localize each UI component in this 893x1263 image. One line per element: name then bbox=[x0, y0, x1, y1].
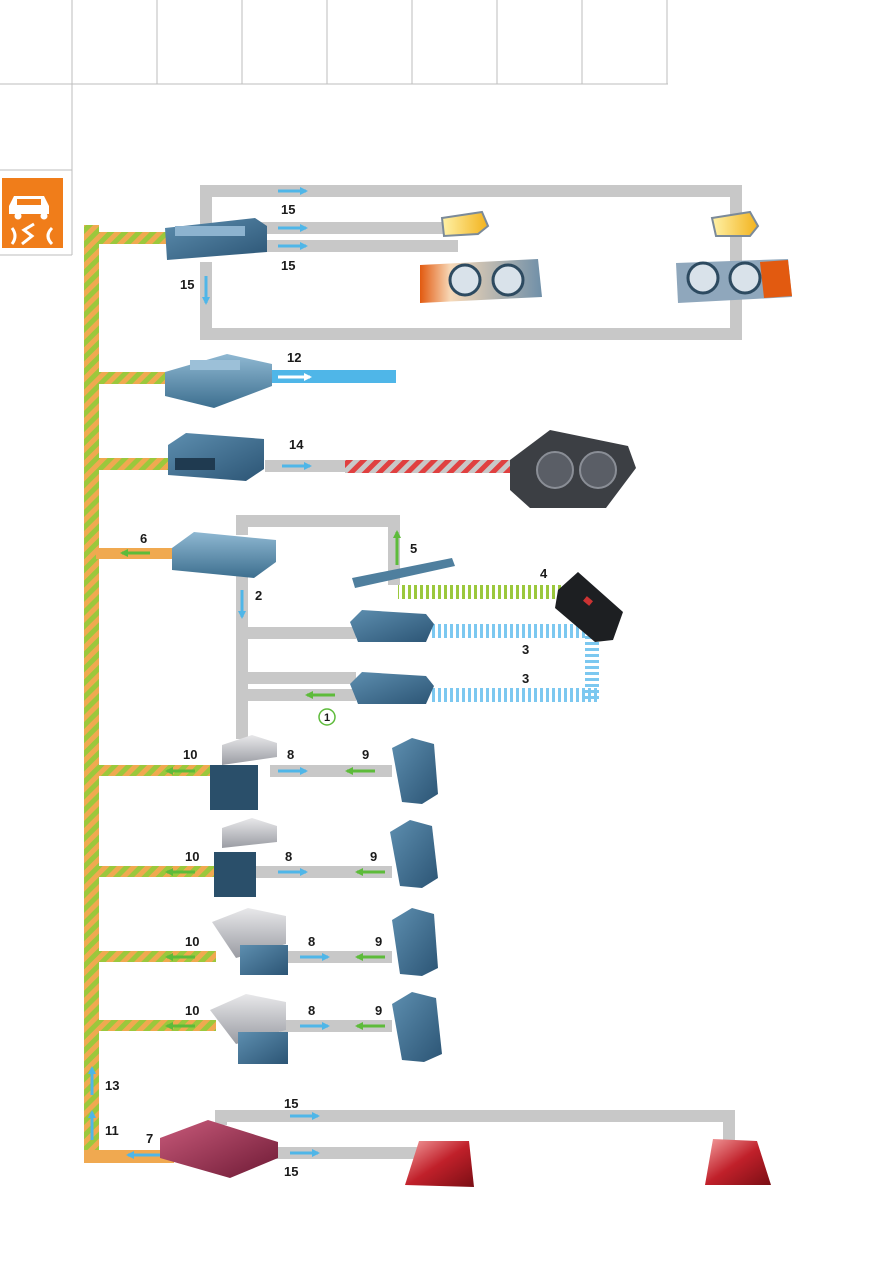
label-15-bottom: 15 bbox=[284, 1164, 298, 1179]
label-10-d: 10 bbox=[185, 1003, 199, 1018]
label-10-b: 10 bbox=[185, 849, 199, 864]
bus-branches bbox=[96, 232, 216, 1031]
label-15-bottom-top: 15 bbox=[284, 1096, 298, 1111]
control-unit-top bbox=[165, 218, 267, 260]
label-8-b: 8 bbox=[285, 849, 292, 864]
label-14: 14 bbox=[289, 437, 304, 452]
door-lock-a bbox=[392, 738, 438, 804]
slippery-road-icon bbox=[2, 178, 63, 248]
indicator-left bbox=[440, 210, 490, 238]
label-13: 13 bbox=[105, 1078, 119, 1093]
label-12: 12 bbox=[287, 350, 301, 365]
label-3-upper: 3 bbox=[522, 642, 529, 657]
label-3-lower: 3 bbox=[522, 671, 529, 686]
control-unit-14 bbox=[168, 433, 264, 481]
control-unit-12 bbox=[165, 354, 272, 408]
label-10-a: 10 bbox=[183, 747, 197, 762]
indicator-right bbox=[710, 210, 760, 237]
label-15-top: 15 bbox=[281, 202, 295, 217]
label-6: 6 bbox=[140, 531, 147, 546]
antenna-5 bbox=[352, 558, 455, 588]
line-4-wireless bbox=[398, 585, 568, 599]
reader-unit-lower bbox=[350, 672, 434, 704]
control-unit-6 bbox=[172, 532, 276, 578]
headlight-left bbox=[420, 259, 542, 303]
tail-light-left bbox=[405, 1141, 474, 1187]
line-14-hatched bbox=[345, 460, 515, 473]
label-2: 2 bbox=[255, 588, 262, 603]
label-9-d: 9 bbox=[375, 1003, 382, 1018]
label-9-a: 9 bbox=[362, 747, 369, 762]
instrument-cluster bbox=[510, 430, 636, 508]
reader-unit-upper bbox=[350, 610, 434, 642]
door-motor-b bbox=[214, 818, 277, 897]
control-unit-7 bbox=[160, 1120, 278, 1178]
label-9-b: 9 bbox=[370, 849, 377, 864]
line-3-wireless bbox=[432, 624, 599, 702]
label-7: 7 bbox=[146, 1131, 153, 1146]
label-4: 4 bbox=[540, 566, 548, 581]
label-8-d: 8 bbox=[308, 1003, 315, 1018]
label-8-a: 8 bbox=[287, 747, 294, 762]
door-lock-c bbox=[392, 908, 438, 976]
number-labels: 15 15 15 12 14 6 5 4 2 3 3 1 10 8 9 10 8… bbox=[105, 202, 548, 1179]
line-12 bbox=[268, 370, 396, 383]
label-15-mid: 15 bbox=[281, 258, 295, 273]
door-motor-c bbox=[212, 908, 288, 975]
label-11: 11 bbox=[105, 1123, 119, 1138]
label-8-c: 8 bbox=[308, 934, 315, 949]
label-5: 5 bbox=[410, 541, 417, 556]
tail-light-right bbox=[705, 1139, 771, 1185]
door-motor-a bbox=[210, 735, 277, 810]
remote-key bbox=[555, 572, 623, 642]
headlight-right bbox=[676, 259, 792, 303]
door-lock-d bbox=[392, 992, 442, 1062]
label-9-c: 9 bbox=[375, 934, 382, 949]
door-motor-d bbox=[210, 994, 288, 1064]
green-arrows bbox=[120, 530, 401, 1030]
label-15-left: 15 bbox=[180, 277, 194, 292]
header-grid bbox=[0, 0, 668, 256]
label-1: 1 bbox=[324, 712, 330, 724]
label-10-c: 10 bbox=[185, 934, 199, 949]
blue-arrows bbox=[88, 187, 330, 1159]
door-lock-b bbox=[390, 820, 438, 888]
